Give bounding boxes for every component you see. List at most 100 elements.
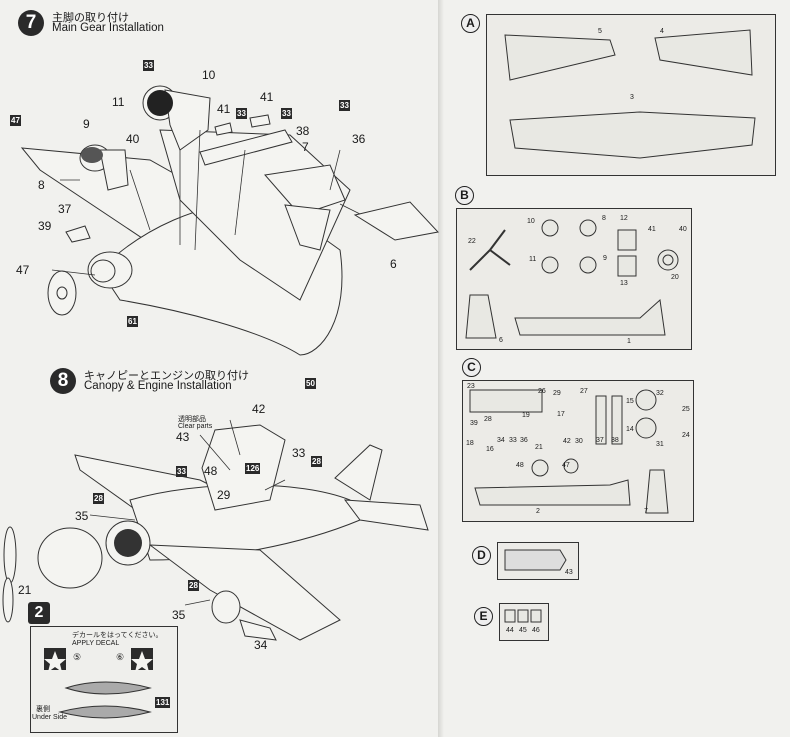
decal-5: ⑤ <box>73 652 82 662</box>
part-b-8: 8 <box>602 215 606 222</box>
step-7-callout-9: 9 <box>83 117 90 131</box>
step-8-title-jp: キャノピーとエンジンの取り付け <box>84 370 249 382</box>
step-8-callout-28b: 28 <box>93 493 104 504</box>
step-7-callout-41a: 41 <box>217 102 231 116</box>
part-c-15: 15 <box>626 398 634 405</box>
part-c-25: 25 <box>682 406 690 413</box>
step-8-callout-28c: 28 <box>188 580 199 591</box>
step-8-callout-43: 43 <box>176 430 190 444</box>
step-7-callout-36: 36 <box>352 132 366 146</box>
step-8-callout-21: 21 <box>18 583 32 597</box>
step-7-callout-11: 11 <box>112 95 125 109</box>
part-b-41: 41 <box>648 226 656 233</box>
part-a-3: 3 <box>630 94 634 101</box>
part-c-27: 27 <box>580 388 588 395</box>
part-a-4: 4 <box>660 28 664 35</box>
step-7-callout-47-tag: 47 <box>10 115 21 126</box>
part-c-33: 33 <box>509 437 517 444</box>
part-c-36: 36 <box>520 437 528 444</box>
step-7-callout-47: 47 <box>16 263 30 277</box>
step-7-number: 7 <box>18 10 44 36</box>
step-8-callout-35a: 35 <box>75 509 89 523</box>
part-b-13: 13 <box>620 280 628 287</box>
page-fold <box>438 0 444 737</box>
part-c-2: 2 <box>536 508 540 515</box>
step-7-title-jp: 主脚の取り付け <box>52 12 129 24</box>
under-side-en: Under Side <box>32 714 68 721</box>
part-c-47: 47 <box>562 462 570 469</box>
step-8-clear-jp: 透明部品 <box>178 416 206 423</box>
part-c-14: 14 <box>626 426 634 433</box>
panel-d-letter: D <box>472 546 491 565</box>
step-7-callout-33d: 33 <box>339 100 350 111</box>
part-c-16: 16 <box>486 446 494 453</box>
part-b-1: 1 <box>627 338 631 345</box>
step-8-callout-126: 126 <box>245 463 261 474</box>
step-8-callout-35b: 35 <box>172 608 186 622</box>
part-c-29: 29 <box>553 390 561 397</box>
part-e-45: 45 <box>519 627 527 634</box>
part-c-21: 21 <box>535 444 543 451</box>
step-8-illustration <box>2 419 429 641</box>
panel-a-letter: A <box>461 14 480 33</box>
step-8-callout-42: 42 <box>252 402 266 416</box>
part-e-46: 46 <box>532 627 540 634</box>
under-side-jp: 裏側 <box>36 706 50 713</box>
part-c-28: 28 <box>484 416 492 423</box>
step-8-callout-29: 29 <box>217 488 231 502</box>
part-c-24: 24 <box>682 432 690 439</box>
part-c-7: 7 <box>644 508 648 515</box>
part-c-37: 37 <box>596 437 604 444</box>
part-c-38: 38 <box>611 437 619 444</box>
step-7-callout-10: 10 <box>202 68 216 82</box>
part-c-30: 30 <box>575 438 583 445</box>
part-b-11: 11 <box>529 256 537 263</box>
part-b-12: 12 <box>620 215 628 222</box>
step-7-callout-33a: 33 <box>143 60 154 71</box>
part-b-22: 22 <box>468 238 476 245</box>
step-8-number: 8 <box>50 368 76 394</box>
part-c-42: 42 <box>563 438 571 445</box>
part-a-5: 5 <box>598 28 602 35</box>
apply-decal-jp: デカールをはってください。 <box>72 632 163 639</box>
step-7-callout-41b: 41 <box>260 90 274 104</box>
part-d-43: 43 <box>565 569 573 576</box>
part-c-17: 17 <box>557 411 565 418</box>
step-7-callout-33b: 33 <box>236 108 247 119</box>
panel-c-parts <box>469 389 669 514</box>
part-b-10: 10 <box>527 218 535 225</box>
step-7-callout-6: 6 <box>390 257 397 271</box>
part-c-39: 39 <box>470 420 478 427</box>
panel-a-parts <box>504 29 756 159</box>
step-2-number: 2 <box>28 602 50 624</box>
step-7-callout-50: 50 <box>305 378 316 389</box>
panel-e-parts <box>504 609 542 623</box>
part-c-19: 19 <box>522 412 530 419</box>
panel-e-letter: E <box>474 607 493 626</box>
part-b-20: 20 <box>671 274 679 281</box>
part-b-40: 40 <box>679 226 687 233</box>
panel-b-letter: B <box>455 186 474 205</box>
step-8-clear-en: Clear parts <box>178 423 213 430</box>
part-b-9: 9 <box>603 255 607 262</box>
step-7-callout-40: 40 <box>126 132 140 146</box>
part-e-44: 44 <box>506 627 514 634</box>
panel-d-parts <box>504 549 567 571</box>
part-c-26: 26 <box>538 388 546 395</box>
step-8-callout-48: 48 <box>204 464 218 478</box>
part-c-18: 18 <box>466 440 474 447</box>
step-7-callout-8: 8 <box>38 178 45 192</box>
part-b-6: 6 <box>499 337 503 344</box>
part-c-48: 48 <box>516 462 524 469</box>
step-8-callout-34: 34 <box>254 638 268 652</box>
step-7-callout-33c: 33 <box>281 108 292 119</box>
panel-b-parts <box>465 219 679 339</box>
step-7-callout-38: 38 <box>296 124 310 138</box>
apply-decal-en: APPLY DECAL <box>72 640 120 647</box>
decal-131-tag: 131 <box>155 697 171 708</box>
step-7-illustration <box>20 85 439 356</box>
part-c-31: 31 <box>656 441 664 448</box>
step-7-title-en: Main Gear Installation <box>52 22 164 34</box>
step-7-callout-61: 61 <box>127 316 138 327</box>
